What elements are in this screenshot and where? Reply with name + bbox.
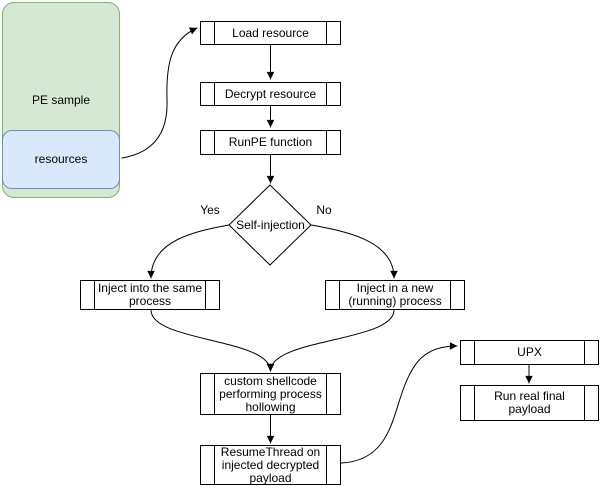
edge-resume-to-upx — [340, 342, 458, 464]
node-upx: UPX — [460, 340, 599, 365]
node-shellcode: custom shellcode performing process holl… — [200, 373, 341, 415]
node-resume-thread: ResumeThread on injected decrypted paylo… — [200, 445, 341, 485]
edge-label-no: No — [316, 203, 332, 217]
edge-resources-to-load — [121, 27, 198, 159]
resources-label: resources — [34, 152, 88, 166]
node-run-real-payload: Run real final payload — [460, 385, 599, 421]
inject-same-label: Inject into the same process — [97, 281, 203, 308]
edge-inject-new-to-shellcode — [266, 309, 395, 372]
decrypt-resource-label: Decrypt resource — [224, 86, 317, 101]
node-resources: resources — [2, 130, 120, 189]
edge-decision-yes — [147, 224, 230, 279]
node-runpe-function: RunPE function — [200, 130, 341, 155]
node-decrypt-resource: Decrypt resource — [200, 82, 341, 106]
load-resource-label: Load resource — [232, 25, 309, 40]
edge-label-yes: Yes — [200, 203, 220, 217]
pe-sample-label: PE sample — [31, 92, 91, 107]
node-load-resource: Load resource — [200, 21, 341, 45]
edge-decision-no — [310, 224, 398, 279]
resume-thread-label: ResumeThread on injected decrypted paylo… — [220, 444, 321, 485]
node-inject-same: Inject into the same process — [80, 280, 220, 310]
edge-inject-same-to-shellcode — [150, 309, 275, 372]
runpe-function-label: RunPE function — [228, 135, 313, 149]
shellcode-label: custom shellcode performing process holl… — [219, 373, 322, 414]
node-inject-new: Inject in a new (running) process — [325, 280, 465, 310]
upx-label: UPX — [517, 345, 542, 359]
decision-label: Self-injection — [236, 218, 305, 232]
inject-new-label: Inject in a new (running) process — [348, 281, 442, 308]
run-real-payload-label: Run real final payload — [494, 389, 565, 416]
decision-diamond — [228, 184, 312, 266]
